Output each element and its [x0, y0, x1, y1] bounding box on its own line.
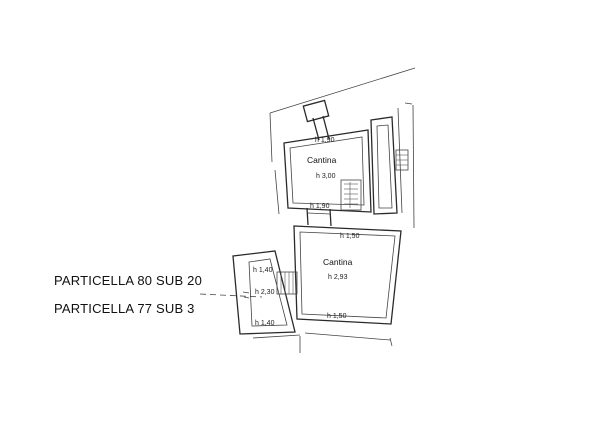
- height-label-side-mid: h 2,30: [255, 289, 275, 296]
- height-label-side-top: h 1,40: [253, 267, 273, 274]
- upper-cellar: [283, 129, 372, 213]
- parcel-boundary-line: [199, 293, 263, 298]
- room-name-upper: Cantina: [307, 155, 337, 165]
- lower-cellar: [293, 225, 402, 325]
- room-height-lower: h 2,93: [328, 274, 348, 281]
- side-room: [232, 250, 298, 335]
- top-passage: [302, 99, 330, 141]
- parcel-label-77-sub-3: PARTICELLA 77 SUB 3: [54, 301, 195, 316]
- height-label-top-opening: h 1,90: [315, 137, 335, 144]
- parcel-label-80-sub-20: PARTICELLA 80 SUB 20: [54, 273, 203, 288]
- height-label-lower-bottom: h 1,50: [327, 313, 347, 320]
- right-annex: [370, 102, 415, 229]
- room-name-lower: Cantina: [323, 257, 353, 267]
- height-label-side-bottom: h 1,40: [255, 320, 275, 327]
- boundary-line-left: [269, 112, 273, 163]
- room-height-upper: h 3,00: [316, 173, 336, 180]
- mid-doorway: [306, 207, 332, 227]
- height-label-lower-top: h 1,50: [340, 233, 360, 240]
- boundary-line-top: [269, 67, 416, 114]
- height-label-mid-opening: h 1,90: [310, 203, 330, 210]
